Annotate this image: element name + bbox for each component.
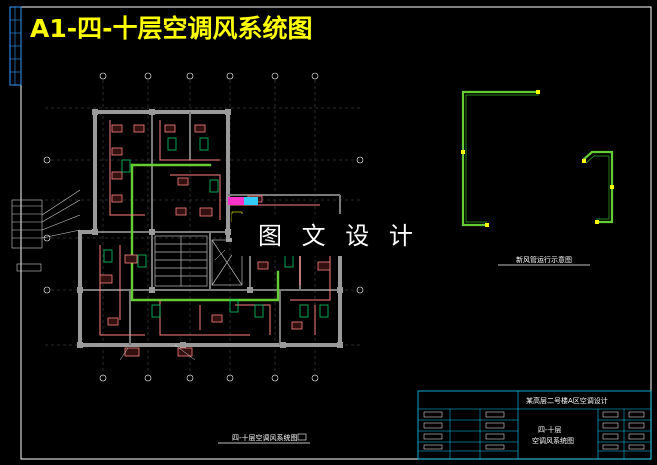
- columns: [77, 109, 343, 348]
- binding-margin-cells: [10, 7, 21, 85]
- plan-scale-box: [297, 433, 307, 441]
- plan-caption: 四-十层空调风系统图: [232, 433, 298, 442]
- drawing-frame: [20, 6, 652, 460]
- riser-diagram: [461, 90, 614, 227]
- title-block-drawing-line-2: 空调风系统图: [532, 436, 574, 445]
- title-block-drawing-line-1: 四-十层: [538, 425, 562, 434]
- leader-lines: [119, 249, 226, 361]
- fresh-air-duct: [130, 163, 280, 302]
- air-handling-units: [103, 137, 329, 318]
- watermark-backdrop: [232, 214, 412, 256]
- stair-core: [154, 235, 243, 287]
- riser-caption: 新风管运行示意图: [516, 255, 572, 264]
- watermark-text: 图 文 设 计: [258, 222, 419, 250]
- title-block-project: 某高层二号楼A区空调设计: [526, 396, 608, 405]
- drawing-title: A1-四-十层空调风系统图: [30, 14, 313, 43]
- axis-bubbles: [43, 72, 364, 382]
- hatch-zone: [11, 189, 81, 272]
- fan-coil-units: [99, 124, 331, 357]
- title-block: 某高层二号楼A区空调设计 四-十层 空调风系统图: [417, 390, 652, 460]
